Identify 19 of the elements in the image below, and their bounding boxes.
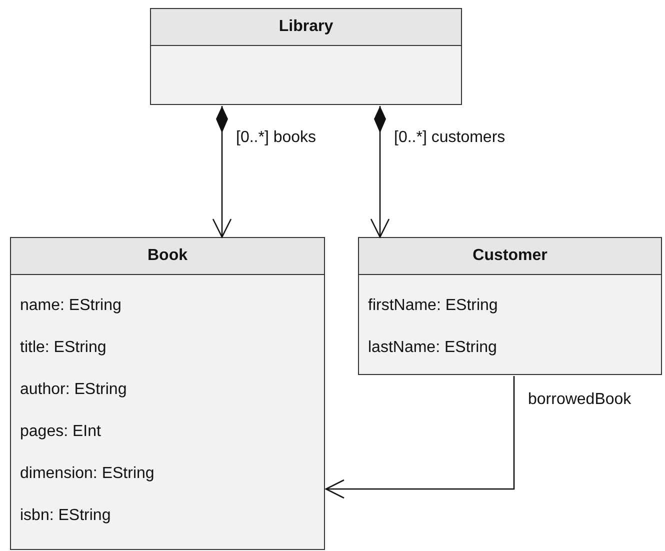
class-box <box>358 237 662 375</box>
association-arrow <box>370 106 390 238</box>
attribute-text: isbn: EString <box>20 506 111 526</box>
attribute-text: title: EString <box>20 338 106 358</box>
attribute-text: firstName: EString <box>368 296 498 316</box>
class-box <box>10 237 325 550</box>
association-arrow <box>212 106 232 238</box>
class-box <box>150 8 462 105</box>
attribute-text: lastName: EString <box>368 338 497 358</box>
association-arrow <box>325 376 515 499</box>
attribute-text: name: EString <box>20 296 122 316</box>
class-name: Book <box>148 246 188 266</box>
class-name: Library <box>278 17 334 37</box>
edge-label: [0..*] books <box>236 128 316 148</box>
edge-label: [0..*] customers <box>394 128 506 148</box>
attribute-text: dimension: EString <box>20 464 154 484</box>
class-name: Customer <box>472 246 548 266</box>
attribute-text: author: EString <box>20 380 127 400</box>
attribute-text: pages: EInt <box>20 422 101 442</box>
